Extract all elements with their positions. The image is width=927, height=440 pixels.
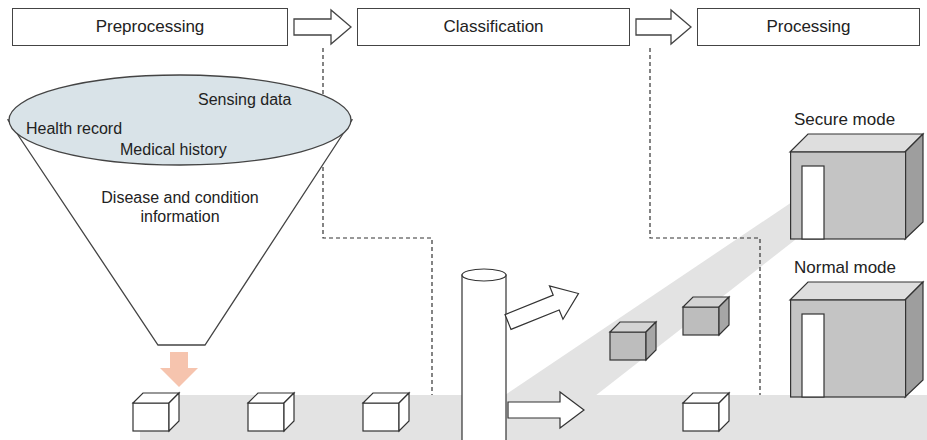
data-pool-ellipse bbox=[9, 75, 351, 165]
data-source-label: Sensing data bbox=[198, 90, 291, 109]
building-roof bbox=[790, 282, 923, 300]
flow-arrow bbox=[294, 10, 351, 44]
stage-label: Preprocessing bbox=[96, 17, 205, 37]
building-side bbox=[905, 134, 923, 239]
building-door bbox=[802, 166, 824, 239]
mode-building: Secure mode bbox=[790, 110, 927, 240]
split-arrow bbox=[501, 277, 585, 339]
secure-path-band bbox=[505, 200, 795, 435]
data-funnel: Sensing dataHealth recordMedical history… bbox=[8, 74, 352, 349]
secure-data-cube bbox=[610, 322, 656, 360]
data-pool: Sensing dataHealth recordMedical history bbox=[8, 74, 352, 166]
classifier-cylinder bbox=[462, 269, 506, 440]
flow-arrow bbox=[636, 10, 691, 44]
data-cube bbox=[248, 393, 294, 431]
data-cube bbox=[683, 393, 729, 431]
building-outline bbox=[790, 134, 927, 240]
process-box: Processing bbox=[697, 8, 920, 46]
building-front bbox=[791, 152, 906, 239]
data-source-label: Health record bbox=[26, 119, 122, 138]
stage-label: Classification bbox=[443, 17, 543, 37]
mode-building: Normal mode bbox=[790, 258, 927, 398]
building-side bbox=[905, 282, 923, 397]
data-cube bbox=[133, 393, 179, 431]
building-front bbox=[791, 300, 906, 397]
building-door bbox=[802, 314, 824, 397]
data-source-label: Medical history bbox=[120, 140, 227, 159]
mode-label: Secure mode bbox=[794, 110, 895, 130]
stage-divider bbox=[650, 48, 760, 395]
stage-label: Processing bbox=[766, 17, 850, 37]
secure-data-cube bbox=[683, 297, 729, 335]
stage-divider bbox=[323, 48, 432, 395]
process-box: Preprocessing bbox=[12, 8, 288, 46]
data-category-label: Disease and condition information bbox=[80, 188, 280, 226]
building-roof bbox=[790, 134, 923, 152]
funnel-output-arrow bbox=[160, 352, 198, 387]
process-box: Classification bbox=[357, 8, 630, 46]
mode-label: Normal mode bbox=[794, 258, 896, 278]
split-arrow bbox=[508, 392, 584, 428]
funnel-body bbox=[8, 120, 352, 345]
data-cube bbox=[363, 393, 409, 431]
building-outline bbox=[790, 282, 927, 398]
